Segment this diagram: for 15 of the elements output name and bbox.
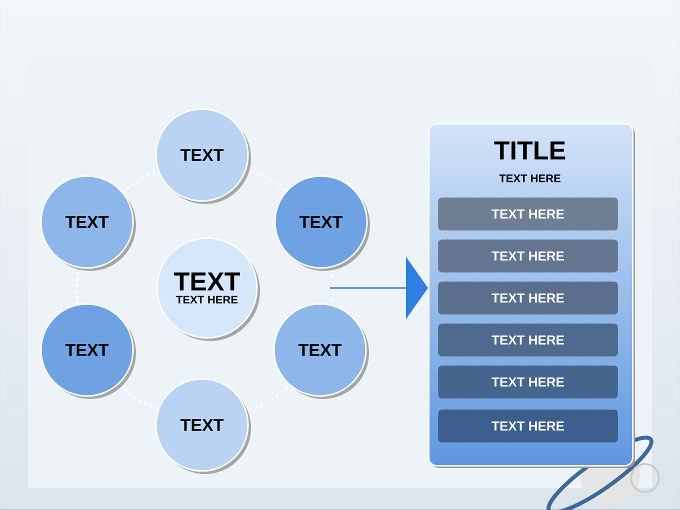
circle-node: TEXT — [155, 378, 249, 472]
list-row: TEXT HERE — [438, 409, 618, 443]
list-row: TEXT HERE — [438, 197, 618, 231]
circle-node: TEXT — [40, 303, 134, 397]
circle-node: TEXT — [155, 108, 249, 202]
circle-node: TEXT — [274, 175, 368, 269]
list-row: TEXT HERE — [438, 239, 618, 273]
list-row: TEXT HERE — [438, 281, 618, 315]
list-row: TEXT HERE — [438, 323, 618, 357]
circle-node: TEXT — [273, 303, 367, 397]
list-row: TEXT HERE — [438, 365, 618, 399]
circle-node: TEXT — [40, 175, 134, 269]
panel-subtitle: TEXT HERE — [499, 174, 560, 182]
panel-title: TITLE — [494, 142, 566, 160]
circle-node: TEXT TEXT HERE — [156, 237, 258, 339]
